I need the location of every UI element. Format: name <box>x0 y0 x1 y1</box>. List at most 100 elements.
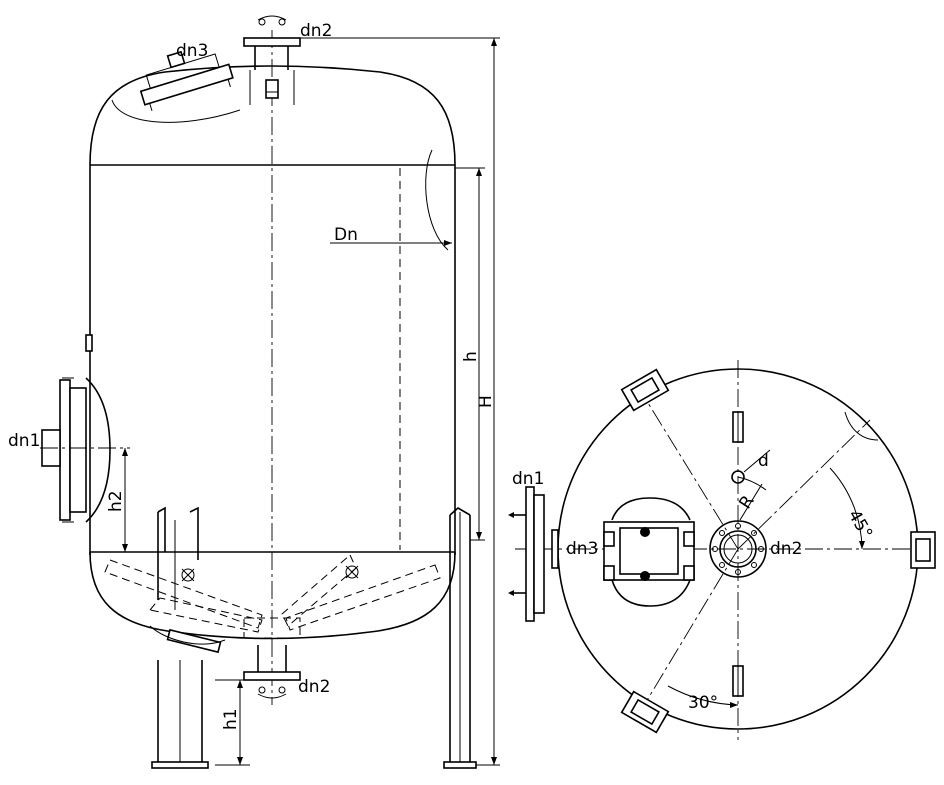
leg-pad-r-inner <box>915 538 931 562</box>
d-leader <box>743 449 771 473</box>
arm-left-2 <box>149 597 263 633</box>
arm-right-1 <box>285 564 441 631</box>
label-h2: h2 <box>106 490 126 512</box>
h-arrow-top <box>476 168 482 176</box>
top-manhole-bolt-l <box>149 103 153 112</box>
plan-manhole-bolt-bottom <box>640 571 650 581</box>
label-h: h <box>461 351 481 362</box>
plan-dn1-cover <box>525 486 535 622</box>
top-manhole-bolt-r <box>227 79 231 88</box>
plan-manhole-dn1 <box>508 486 559 622</box>
label-dn1-side: dn1 <box>8 431 40 451</box>
leg-left <box>151 506 209 769</box>
label-dn2-top-view: dn2 <box>770 539 802 559</box>
side-manhole-neck <box>85 377 111 523</box>
center-bolt <box>719 530 725 536</box>
top-head <box>89 65 456 166</box>
side-manhole-cover <box>59 379 71 521</box>
h1-arrow-top <box>237 680 243 688</box>
top-nozzle-arc <box>257 15 287 21</box>
plan-manhole-hinge-br <box>683 565 695 581</box>
arm-right-2 <box>281 554 357 627</box>
leg-left-top-r <box>189 506 199 560</box>
center-bolt <box>735 569 741 575</box>
plan-manhole-hinge-tl <box>603 531 615 547</box>
arm-right-hub-x2 <box>345 565 359 579</box>
label-Dn: Dn <box>334 225 358 245</box>
left-wall-fitting <box>85 334 93 352</box>
radial-axis-upper-left <box>639 389 739 550</box>
leg-right-top <box>449 507 471 516</box>
h2-arrow-bottom <box>122 544 128 552</box>
label-45: 45° <box>844 507 876 543</box>
arm-right-hub <box>345 565 359 579</box>
side-manhole <box>41 377 111 523</box>
side-view: Dn dn2 dn3 <box>8 15 500 769</box>
leg-right-foot <box>443 761 477 769</box>
bottom-nozzle-bolt-2 <box>278 686 286 694</box>
label-d: d <box>758 451 769 471</box>
H-arrow-bottom <box>491 757 497 765</box>
distributor-arms <box>104 554 441 639</box>
label-dn2-bottom: dn2 <box>298 677 330 697</box>
top-nozzle-pipe <box>265 79 279 99</box>
plan-manhole-top-arc <box>611 497 691 521</box>
R-arc <box>737 476 767 491</box>
center-nozzle-bolts <box>712 523 764 575</box>
break-curve-top-left <box>111 99 241 123</box>
plan-manhole-dn3 <box>603 497 695 607</box>
center-nozzle-inner <box>719 530 757 568</box>
hole-d <box>731 470 745 484</box>
center-bolt <box>719 562 725 568</box>
H-arrow-top <box>491 38 497 46</box>
angle-30-arrow <box>730 702 738 708</box>
center-nozzle-bore <box>723 534 753 564</box>
bottom-nozzle-bolt-1 <box>258 686 266 694</box>
arm-left-hub <box>181 568 195 582</box>
arm-left-1 <box>104 559 263 629</box>
center-nozzle-outer <box>709 520 767 578</box>
arm-center-hub <box>243 617 301 639</box>
top-nozzle <box>243 15 301 105</box>
bottom-head <box>89 551 456 640</box>
leg-pad-ul-inner <box>630 376 660 404</box>
top-view-break-curve <box>844 411 879 441</box>
top-nozzle-bolt-1 <box>258 18 266 26</box>
label-30: 30° <box>688 693 718 713</box>
top-nozzle-bolt-2 <box>278 18 286 26</box>
plan-dn1-flange <box>533 494 545 614</box>
plan-manhole-cover <box>619 527 679 575</box>
label-dn3-side: dn3 <box>176 41 208 61</box>
bottom-break-curve <box>149 625 226 645</box>
top-manhole <box>139 50 234 112</box>
plan-manhole-hinge-bl <box>603 565 615 581</box>
center-bolt <box>712 546 718 552</box>
plan-manhole-hinge-tr <box>683 531 695 547</box>
label-dn3-top-view: dn3 <box>566 539 598 559</box>
plan-dn1-handle-top-tip <box>508 512 514 518</box>
plan-dn1-neck <box>551 529 559 569</box>
label-H: H <box>476 395 496 408</box>
leg-right <box>443 507 477 769</box>
leg-pad-right <box>910 531 936 569</box>
radial-axis-upper-right <box>737 419 871 550</box>
h1-arrow-bottom <box>237 757 243 765</box>
side-manhole-flange <box>69 387 87 513</box>
leg-left-top <box>157 506 166 552</box>
label-h1: h1 <box>221 708 241 730</box>
angle-45-arrow <box>859 541 865 549</box>
plan-manhole-bottom-arc <box>611 579 691 607</box>
h-arrow-bottom <box>476 532 482 540</box>
label-dn2-top: dn2 <box>300 21 332 41</box>
center-bolt <box>758 546 764 552</box>
leg-pad-ll-inner <box>630 698 660 726</box>
plan-dn1-handle-bottom-tip <box>508 590 514 596</box>
leg-left-foot <box>151 761 209 769</box>
bottom-fitting <box>166 628 222 654</box>
radial-axis-lower-left <box>639 548 739 713</box>
leg-pad-lower-left <box>620 690 670 734</box>
bottom-nozzle-arc <box>257 693 287 699</box>
bottom-nozzle <box>243 645 301 699</box>
top-manhole-handle <box>166 50 186 69</box>
break-curve-right <box>425 149 449 251</box>
